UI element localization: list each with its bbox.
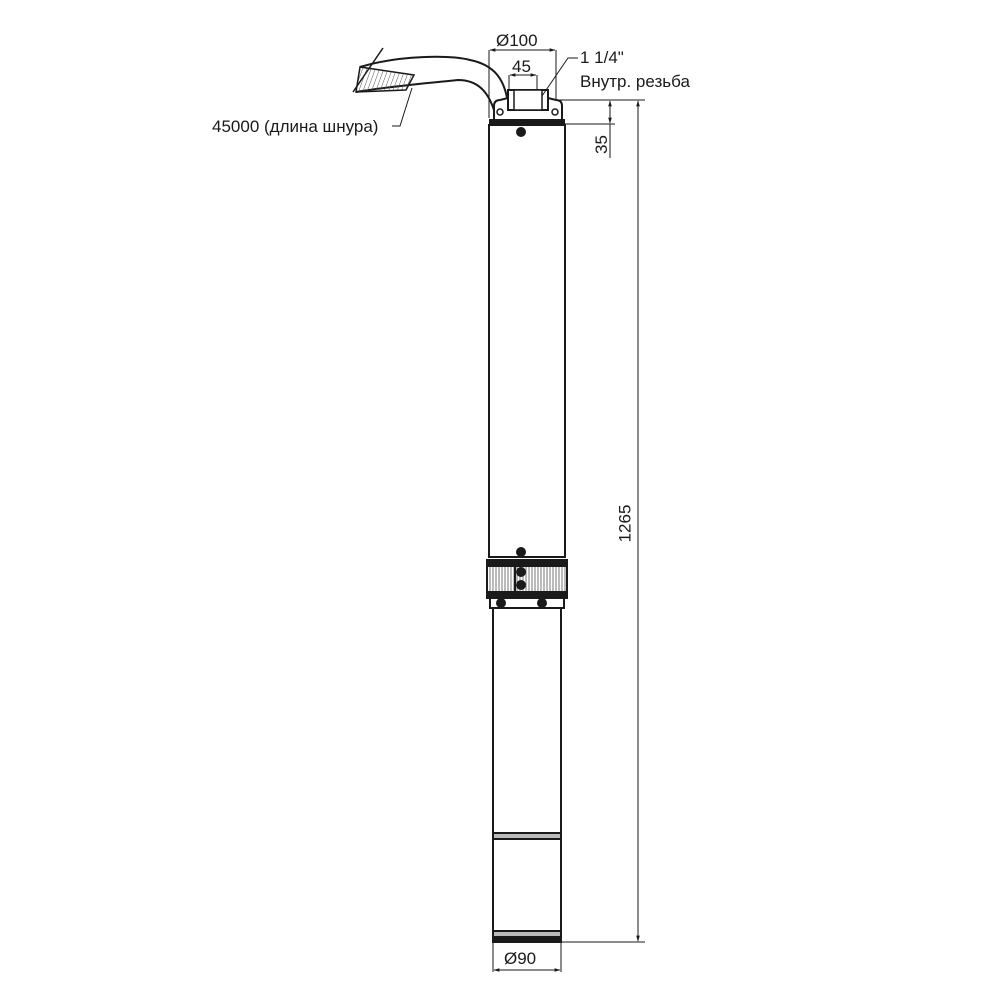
dim-thread-size: 1 1/4"	[580, 48, 624, 67]
dim-thread-type: Внутр. резьба	[580, 72, 690, 91]
pump-body-upper	[488, 124, 566, 558]
dim-outlet-width: 45	[512, 57, 531, 76]
dim-head-height: 35	[591, 135, 611, 154]
dimension-lines	[488, 48, 645, 972]
dim-cable-length: 45000 (длина шнура)	[212, 117, 379, 136]
cable-leader-line	[392, 87, 413, 127]
power-cable	[352, 47, 509, 111]
dim-bottom-diameter: Ø90	[504, 949, 537, 968]
dim-total-length: 1265	[615, 504, 635, 543]
dim-top-diameter: Ø100	[496, 31, 538, 50]
pump-head	[489, 89, 565, 125]
pump-body-lower	[492, 607, 562, 943]
intake-screen	[486, 559, 568, 609]
